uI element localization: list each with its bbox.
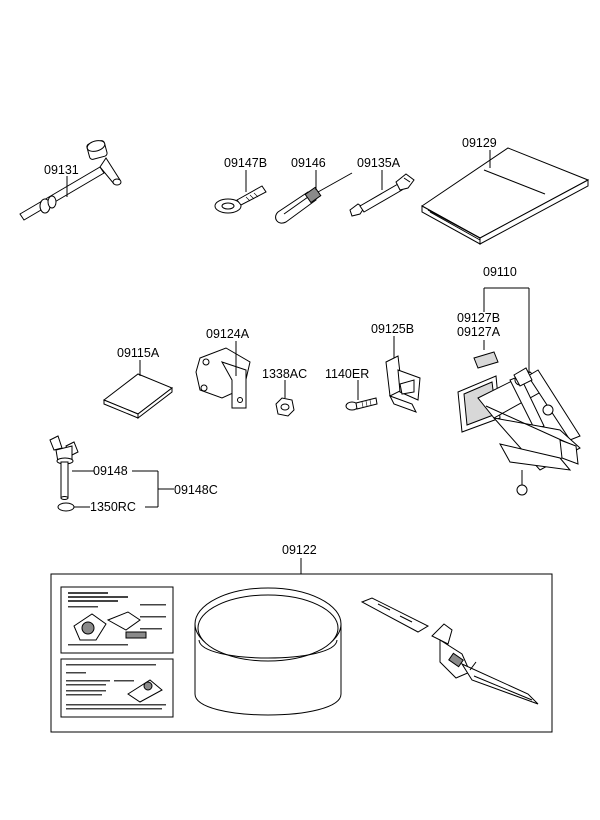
label-09135A: 09135A <box>357 156 401 170</box>
label-09125B: 09125B <box>371 322 414 336</box>
label-09148: 09148 <box>93 464 128 478</box>
washer-illustration <box>57 502 75 512</box>
bolt-illustration <box>345 397 378 411</box>
jack-illustration <box>457 367 581 496</box>
nut-illustration <box>275 397 295 417</box>
label-09131: 09131 <box>44 163 79 177</box>
strap-illustration <box>360 597 539 705</box>
tool-bag-illustration <box>421 147 590 245</box>
bracket-illustration <box>195 347 251 409</box>
label-09148C: 09148C <box>174 483 218 497</box>
jack-label-sticker <box>473 351 499 369</box>
label-09124A: 09124A <box>206 327 250 341</box>
pad-illustration <box>103 373 173 420</box>
label-09110: 09110 <box>483 265 517 279</box>
wheel-wrench-illustration <box>19 140 122 221</box>
label-09147B: 09147B <box>224 156 267 170</box>
spare-wheel-cover-illustration <box>194 587 342 716</box>
screwdriver-illustration <box>275 172 353 224</box>
jack-bracket-illustration <box>385 355 421 413</box>
spanner-illustration <box>349 173 415 217</box>
label-09129: 09129 <box>462 136 497 150</box>
towing-hook-illustration <box>214 185 267 214</box>
label-09127B: 09127B <box>457 311 500 325</box>
label-09122: 09122 <box>282 543 317 557</box>
caution-label-2 <box>60 658 174 718</box>
label-1350RC: 1350RC <box>90 500 136 514</box>
label-09127A: 09127A <box>457 325 501 339</box>
label-1140ER: 1140ER <box>325 367 369 381</box>
caution-label-1 <box>60 586 174 654</box>
wing-bolt-illustration <box>49 435 79 500</box>
label-1338AC: 1338AC <box>262 367 307 381</box>
label-09115A: 09115A <box>117 346 160 360</box>
label-09146: 09146 <box>291 156 326 170</box>
kit-box-outline <box>50 573 553 733</box>
